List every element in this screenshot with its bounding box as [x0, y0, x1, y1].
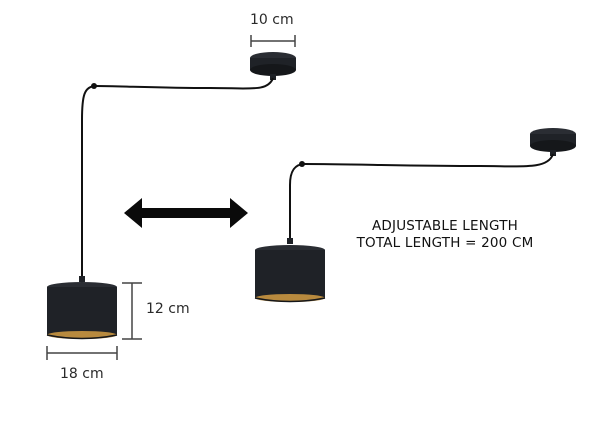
- double-arrow-icon: [124, 198, 248, 228]
- canopy-width-dimension: [250, 35, 296, 47]
- shade-width-dimension: [46, 346, 118, 360]
- ceiling-canopy-right: [530, 128, 576, 156]
- shade-height-label: 12 cm: [146, 301, 190, 317]
- shade-width-label: 18 cm: [60, 366, 104, 382]
- shade-height-dimension: [122, 282, 142, 340]
- length-info: ADJUSTABLE LENGTH TOTAL LENGTH = 200 CM: [335, 218, 555, 252]
- cable-right: [289, 153, 554, 240]
- adjustable-length-text: ADJUSTABLE LENGTH: [371, 218, 519, 234]
- cable-left: [81, 77, 274, 278]
- total-length-text: TOTAL LENGTH = 200 CM: [356, 235, 534, 251]
- lamp-shade-right: [254, 245, 326, 303]
- lamp-shade-left: [46, 282, 118, 340]
- pendant-lamp-right: [254, 128, 576, 303]
- canopy-width-label: 10 cm: [250, 12, 294, 28]
- pendant-lamp-left: [46, 52, 296, 340]
- ceiling-canopy-left: [250, 52, 296, 80]
